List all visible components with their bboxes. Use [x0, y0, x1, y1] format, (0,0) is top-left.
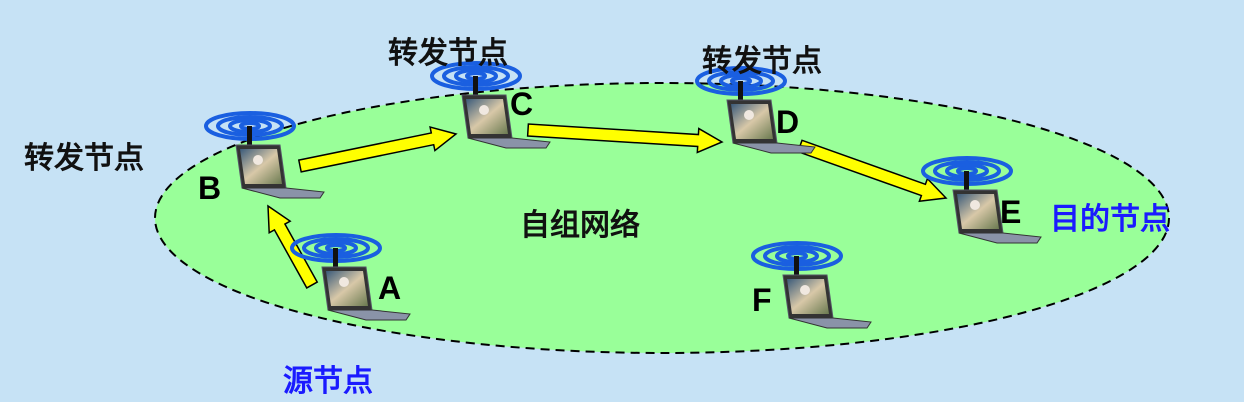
laptop-icon — [461, 94, 551, 149]
role-label-b: 转发节点 — [24, 141, 144, 176]
network-label: 自组网络 — [520, 208, 640, 243]
laptop-node-f — [751, 241, 872, 329]
arrow-c-to-d — [526, 123, 724, 154]
laptop-icon — [321, 266, 411, 321]
node-letter-b: B — [198, 170, 222, 206]
arrow-d-to-e — [797, 139, 948, 203]
laptop-icon — [726, 99, 816, 154]
node-letter-d: D — [776, 104, 800, 140]
node-letter-f: F — [752, 282, 772, 318]
role-label-e: 目的节点 — [1050, 202, 1170, 237]
laptop-icon — [952, 189, 1042, 244]
node-letter-a: A — [378, 270, 402, 306]
laptop-icon — [235, 144, 325, 199]
laptop-node-c — [430, 61, 551, 149]
node-letter-c: C — [510, 86, 534, 122]
arrow-b-to-c — [297, 126, 458, 173]
laptop-node-a — [290, 233, 411, 321]
laptop-node-e — [921, 156, 1042, 244]
laptop-node-d — [695, 66, 816, 154]
role-label-d: 转发节点 — [702, 44, 822, 79]
laptop-node-b — [204, 111, 325, 199]
node-letter-e: E — [1000, 194, 1022, 230]
role-label-a: 源节点 — [283, 364, 373, 399]
role-label-c: 转发节点 — [388, 36, 508, 71]
laptop-icon — [782, 274, 872, 329]
